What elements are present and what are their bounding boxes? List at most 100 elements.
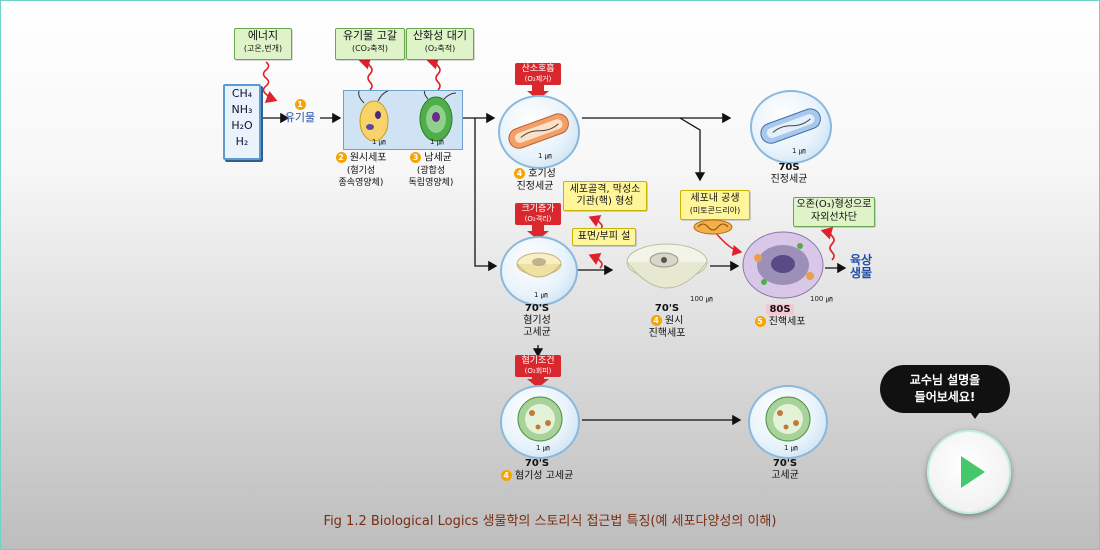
eukaryote-name: 진핵세포 — [768, 316, 806, 328]
organelle-l1: 세포골격, 막성소 — [569, 184, 641, 195]
land-life-l1: 육상 — [849, 253, 873, 267]
aerobic-resp-box: 산소호흡 (O₂제거) — [515, 63, 561, 85]
bubble-line1: 교수님 설명을 — [909, 373, 981, 387]
o2-wave-arrow — [426, 56, 441, 91]
aerobic-bacteria-circle: 1 ㎛ — [498, 95, 580, 169]
archaea-circle: 1 ㎛ — [500, 236, 578, 306]
organic-matter-label: 1 유기물 — [280, 99, 320, 125]
anaerobic-cond-box: 혐기조건 (O₂회피) — [515, 355, 561, 377]
bubble-line2: 들어보세요! — [914, 390, 976, 404]
organelle-l2: 기관(핵) 형성 — [576, 196, 634, 207]
archaea-final-circle: 1 ㎛ — [748, 385, 828, 459]
primitive-euk-l1: 원시 — [664, 315, 684, 327]
archaea-final-name: 고세균 — [771, 470, 799, 481]
aerobic-red-down-arrow — [527, 85, 549, 100]
bubble-tail — [968, 409, 982, 419]
eubacteria-name: 진정세균 — [770, 174, 808, 185]
primitive-euk-label: 70'S 4 원시 진핵세포 — [630, 303, 704, 340]
archaeon-illustration — [516, 252, 562, 278]
organelle-wave-arrow — [588, 215, 603, 231]
cyanobacteria-sub1: (광합성 — [416, 165, 446, 176]
primitive-cell-sub2: 종속영양체) — [338, 177, 384, 188]
mitochondrion-icon — [693, 219, 733, 235]
organic-depletion-title: 유기물 고갈 — [342, 29, 398, 42]
scale-bar-1um: 1 ㎛ — [372, 138, 386, 146]
endosymbiosis-box: 세포내 공생 (미토콘드리아) — [680, 190, 750, 220]
ribosome-80s: 80S — [766, 304, 794, 315]
primitive-cell-label: 2 원시세포 (혐기성 종속영양체) — [330, 152, 392, 189]
primitive-cell-sub1: (혐기성 — [346, 165, 376, 176]
eubacterium-illustration — [760, 108, 821, 144]
eubacteria-circle: 1 ㎛ — [750, 90, 832, 164]
chem-item: H₂ — [235, 135, 249, 148]
energy-sub: (고온,번개) — [243, 44, 283, 53]
aerobic-resp-sub: (O₂제거) — [524, 75, 552, 83]
figure-caption: Fig 1.2 Biological Logics 생물학의 스토리식 접근법 … — [323, 514, 777, 529]
chem-item: H₂O — [231, 119, 253, 132]
play-button[interactable] — [927, 430, 1011, 514]
aerobic-bacteria-label: 4 호기성 진정세균 — [500, 168, 570, 193]
scale-bar-100um: 100 ㎛ — [690, 295, 713, 303]
primitive-cell-name: 원시세포 — [349, 152, 387, 164]
step-number: 2 — [335, 152, 347, 163]
mito-arrow — [714, 231, 743, 257]
eukaryote-illustration — [742, 231, 824, 299]
organic-depletion-box: 유기물 고갈 (CO₂축적) — [335, 28, 405, 60]
scale-bar-1um: 1 ㎛ — [536, 444, 550, 452]
primitive-eukaryote-illustration — [626, 243, 708, 289]
organic-depletion-sub: (CO₂축적) — [351, 44, 389, 53]
professor-explanation-bubble[interactable]: 교수님 설명을 들어보세요! — [880, 365, 1010, 413]
step-number: 4 — [650, 315, 662, 326]
archaeon-final-illustration — [765, 396, 811, 442]
cyanobacteria-label: 3 남세균 (광합성 독립영양체) — [400, 152, 462, 189]
surface-fold-text: 표면/부피 설 — [577, 231, 631, 242]
to-archaea-branch — [474, 118, 498, 272]
energy-box: 에너지 (고온,번개) — [234, 28, 292, 60]
oxidizing-atm-box: 산화성 대기 (O₂축적) — [406, 28, 474, 60]
ribosome-70s: 70'S — [524, 458, 550, 469]
play-icon — [961, 456, 985, 488]
anaerobic-cond-title: 혐기조건 — [521, 356, 555, 366]
early-cells-panel: 1 ㎛ 1 ㎛ — [343, 86, 463, 150]
scale-bar-1um: 1 ㎛ — [538, 152, 552, 160]
oxidizing-atm-title: 산화성 대기 — [412, 29, 468, 42]
aerobic-resp-title: 산소호흡 — [521, 64, 555, 74]
energy-title: 에너지 — [247, 29, 279, 42]
chem-item: NH₃ — [231, 103, 253, 116]
step-number: 4 — [500, 470, 512, 481]
cyanobacteria-sub2: 독립영양체) — [408, 177, 454, 188]
aerobic-to-endosymbiosis — [679, 117, 706, 182]
archaea-final-label: 70'S 고세균 — [752, 458, 818, 482]
organic-matter-text: 유기물 — [284, 110, 316, 124]
size-increase-sub: (O₂격리) — [524, 215, 552, 223]
aerobic-bacteria-name: 호기성 — [528, 168, 556, 180]
anaerobic-archaea-l2: 고세균 — [523, 327, 551, 338]
aerobic-bacteria-sub: 진정세균 — [516, 180, 554, 192]
ribosome-70s: 70S — [778, 162, 800, 173]
energy-wave-arrow — [262, 61, 278, 104]
land-life-l2: 생물 — [849, 266, 873, 280]
scale-bar-1um: 1 ㎛ — [784, 444, 798, 452]
anaerobic-archaea-circle: 1 ㎛ — [500, 385, 580, 459]
oxidizing-atm-sub: (O₂축적) — [424, 44, 456, 53]
step-number: 5 — [754, 316, 766, 327]
anaerobic-archaea-label: 70'S 혐기성 고세균 — [505, 303, 569, 339]
land-life-label: 육상 생물 — [846, 254, 876, 280]
surface-wave-arrow — [588, 253, 603, 269]
archaeon-cell-illustration — [517, 396, 563, 442]
endosymbiosis-l1: 세포내 공생 — [690, 193, 740, 204]
step-number: 3 — [410, 152, 422, 163]
size-increase-title: 크기증가 — [521, 204, 555, 214]
scale-bar-1um: 1 ㎛ — [792, 147, 806, 155]
early-cells-illustration — [358, 86, 457, 142]
size-red-down-arrow — [527, 225, 549, 240]
size-increase-box: 크기증가 (O₂격리) — [515, 203, 561, 225]
ozone-l1: 오존(O₃)형성으로 — [796, 199, 872, 210]
chemicals-box: CH₄ NH₃ H₂O H₂ — [223, 84, 261, 160]
eubacteria-label: 70S 진정세균 — [752, 162, 826, 186]
ribosome-70s: 70'S — [524, 303, 550, 314]
eukaryote-label: 80S 5 진핵세포 — [740, 304, 820, 329]
ribosome-70s: 70'S — [654, 303, 680, 314]
organelle-box: 세포골격, 막성소 기관(핵) 형성 — [563, 181, 647, 211]
ozone-wave-arrow — [820, 226, 835, 261]
